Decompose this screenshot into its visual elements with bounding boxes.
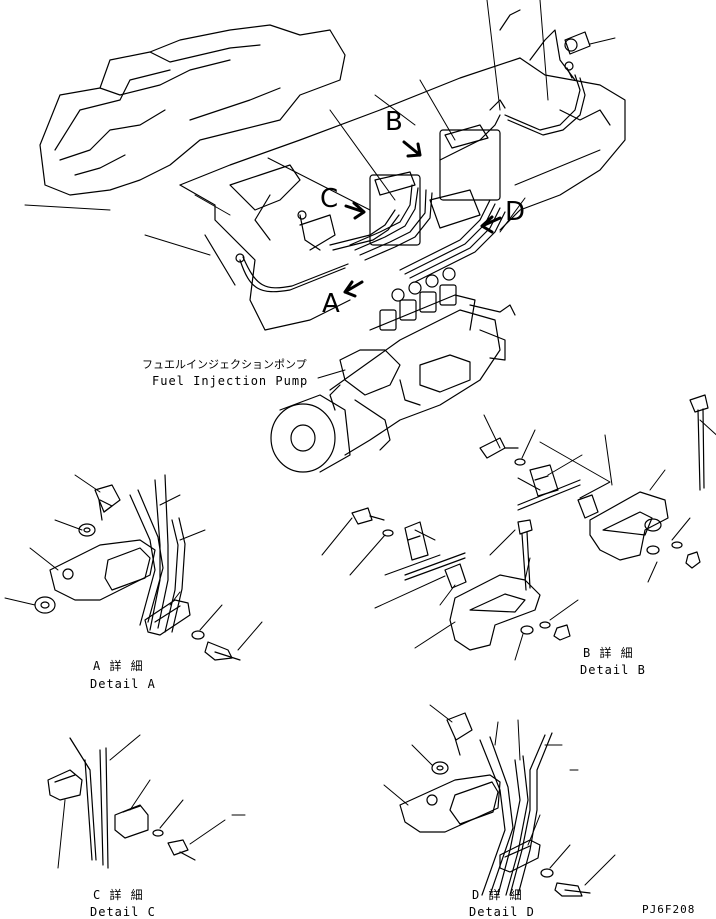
pump-label-jp: フュエルインジェクションポンプ — [142, 358, 307, 371]
detail-d-label-jp: D 詳 細 — [472, 888, 523, 902]
detail-a-label-jp: A 詳 細 — [93, 659, 144, 673]
detail-c-label-jp: C 詳 細 — [93, 888, 144, 902]
detail-c — [48, 738, 195, 868]
detail-a — [35, 475, 240, 660]
callout-label-a: A — [322, 289, 340, 319]
callout-label-c: C — [320, 184, 339, 214]
detail-a-leaders — [5, 475, 262, 650]
callout-label-d: D — [505, 197, 526, 227]
detail-a-label-en: Detail A — [90, 677, 156, 691]
pump-leader — [318, 370, 345, 378]
detail-d — [400, 713, 590, 896]
arrow-a — [345, 282, 362, 296]
arrow-d — [482, 217, 500, 232]
detail-b — [352, 395, 708, 650]
callout-label-b: B — [385, 107, 403, 137]
engine-leaders — [25, 0, 615, 255]
detail-c-label-en: Detail C — [90, 905, 156, 919]
arrow-b — [404, 142, 420, 156]
fuel-injection-pump — [271, 268, 515, 472]
detail-d-leaders — [384, 705, 615, 885]
engine-block — [40, 10, 625, 330]
detail-b-label-jp: B 詳 細 — [583, 646, 634, 660]
detail-d-label-en: Detail D — [469, 905, 535, 919]
fuel-lines — [236, 32, 590, 292]
detail-b-label-en: Detail B — [580, 663, 646, 677]
callout-arrows — [345, 142, 500, 296]
detail-c-leaders — [58, 735, 245, 868]
detail-b-leaders — [322, 415, 716, 660]
pump-label-en: Fuel Injection Pump — [152, 374, 309, 388]
drawing-code: PJ6F208 — [642, 903, 696, 916]
arrow-c — [346, 203, 364, 218]
